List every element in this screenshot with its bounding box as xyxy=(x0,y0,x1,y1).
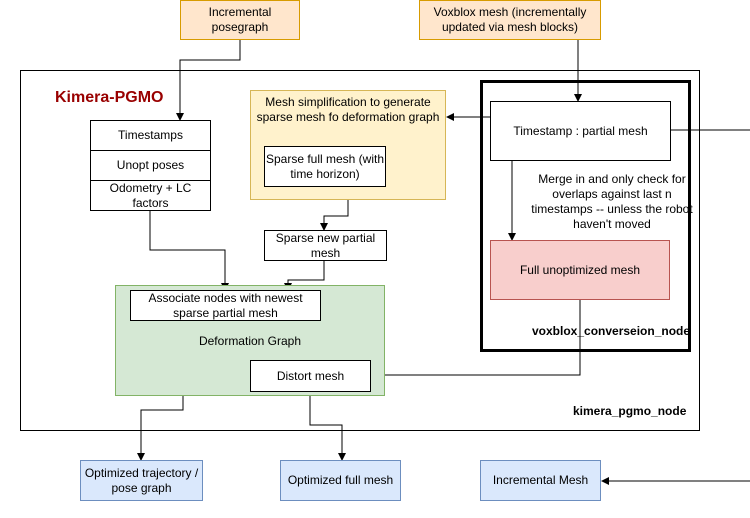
merge-note: Merge in and only check for overlaps aga… xyxy=(531,172,693,231)
incremental-mesh-label: Incremental Mesh xyxy=(492,473,589,487)
kimera-pgmo-node-label: kimera_pgmo_node xyxy=(573,404,687,418)
voxblox-conversion-node-label: voxblox_converseion_node xyxy=(532,324,691,338)
optimized-trajectory-label: Optimized trajectory / pose graph xyxy=(84,465,199,495)
sparse-full-mesh-label: Sparse full mesh (with time horizon) xyxy=(265,151,385,181)
arrow-deformation-to-trajectory xyxy=(137,396,184,461)
associate-nodes-box: Associate nodes with newest sparse parti… xyxy=(130,290,321,321)
full-unoptimized-mesh-box: Full unoptimized mesh xyxy=(490,240,670,300)
distort-mesh-box: Distort mesh xyxy=(250,360,371,392)
incremental-mesh-output: Incremental Mesh xyxy=(480,460,601,501)
arrow-factors-to-associate xyxy=(149,211,229,291)
sparse-new-partial-mesh: Sparse new partial mesh xyxy=(264,230,387,261)
timestamps-label: Timestamps xyxy=(118,128,183,142)
factors-label: Odometry + LC factors xyxy=(109,180,192,210)
optimized-full-mesh-output: Optimized full mesh xyxy=(280,460,401,501)
kimera-pgmo-title: Kimera-PGMO xyxy=(55,89,164,106)
unopt-poses-label: Unopt poses xyxy=(116,158,185,172)
distort-mesh-label: Distort mesh xyxy=(276,368,345,383)
incremental-posegraph-input: Incremental posegraph xyxy=(180,0,300,40)
arrow-unoptimized-to-distort xyxy=(370,300,581,379)
arrow-distort-to-full-mesh xyxy=(309,392,346,461)
kimera-pgmo-node-container xyxy=(20,70,700,431)
full-unoptimized-mesh-label: Full unoptimized mesh xyxy=(519,262,641,277)
factors-field: Odometry + LC factors xyxy=(90,180,211,211)
optimized-trajectory-output: Optimized trajectory / pose graph xyxy=(80,460,203,501)
associate-nodes-label: Associate nodes with newest sparse parti… xyxy=(148,290,303,320)
sparse-new-partial-mesh-label: Sparse new partial mesh xyxy=(275,230,376,260)
arrow-posegraph-to-timestamps xyxy=(176,40,241,121)
arrow-simplification-to-sparse-partial xyxy=(320,200,349,231)
timestamp-partial-mesh-label: Timestamp : partial mesh xyxy=(513,123,648,138)
timestamp-partial-mesh-box: Timestamp : partial mesh xyxy=(490,101,671,161)
voxblox-mesh-input: Voxblox mesh (incrementally updated via … xyxy=(419,0,601,40)
voxblox-mesh-label: Voxblox mesh (incrementally updated via … xyxy=(433,5,587,34)
timestamps-field: Timestamps xyxy=(90,120,211,151)
unopt-poses-field: Unopt poses xyxy=(90,150,211,181)
deformation-graph-label: Deformation Graph xyxy=(198,334,302,348)
sparse-full-mesh: Sparse full mesh (with time horizon) xyxy=(264,146,386,187)
optimized-full-mesh-label: Optimized full mesh xyxy=(287,473,394,487)
mesh-simplification-label: Mesh simplification to generate sparse m… xyxy=(256,95,440,124)
voxblox-conversion-node-container xyxy=(480,80,691,352)
incremental-posegraph-label: Incremental posegraph xyxy=(208,5,272,34)
